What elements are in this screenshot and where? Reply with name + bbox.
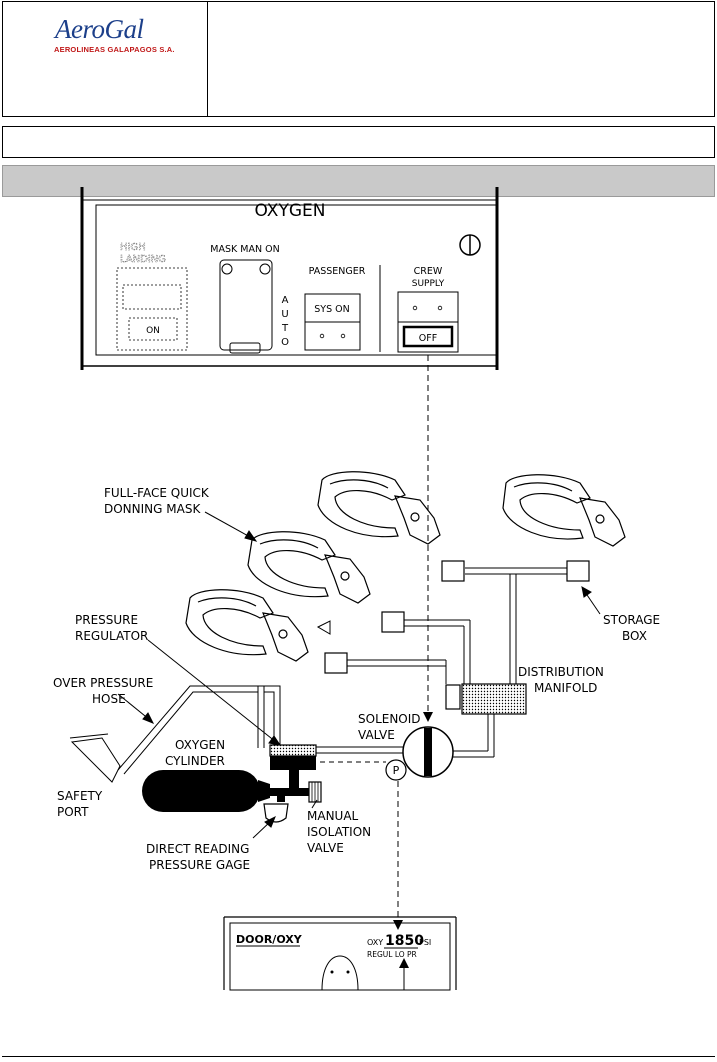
distribution-manifold	[445, 683, 527, 715]
high-alt-label-top: HIGH	[120, 242, 146, 253]
pressure-regulator	[269, 744, 317, 757]
high-alt-label-bottom: LANDING	[120, 254, 166, 265]
mask-man-on-label: MASK MAN ON	[210, 244, 279, 255]
ecam-page-title: DOOR/OXY	[236, 933, 303, 946]
passenger-label: PASSENGER	[309, 266, 366, 277]
header-bar	[2, 126, 715, 158]
over-pressure-label-1: OVER PRESSURE	[53, 676, 153, 690]
mask-man-on-switch[interactable]: MASK MAN ON A U T O	[210, 244, 289, 354]
regulator-label-1: PRESSURE	[75, 613, 138, 627]
high-alt-on-label: ON	[146, 326, 160, 336]
manifold-label-2: MANIFOLD	[534, 681, 597, 695]
storage-box-left	[324, 652, 348, 674]
high-alt-landing-switch[interactable]: HIGH LANDING ON	[116, 242, 188, 351]
cylinder-label-2: CYLINDER	[165, 754, 225, 768]
regulator-label-2: REGULATOR	[75, 629, 148, 643]
safety-label-2: PORT	[57, 805, 89, 819]
mask-label-1: FULL-FACE QUICK	[104, 486, 210, 500]
cylinder-label-1: OXYGEN	[175, 738, 225, 752]
supply-label: SUPPLY	[412, 279, 445, 289]
gage-label-1: DIRECT READING	[146, 842, 249, 856]
manual-label-1: MANUAL	[307, 809, 359, 823]
manual-label-3: VALVE	[307, 841, 344, 855]
safety-label-1: SAFETY	[57, 789, 103, 803]
oxy-label: OXY	[367, 938, 383, 947]
crew-supply-switch[interactable]: CREW SUPPLY OFF	[397, 266, 459, 353]
solenoid-valve	[402, 726, 454, 778]
over-pressure-label-2: HOSE	[92, 692, 126, 706]
auto-letter-a: A	[282, 295, 289, 306]
manual-isolation-valve	[308, 781, 322, 803]
storage-label-1: STORAGE	[603, 613, 660, 627]
ecam-door-oxy-page: DOOR/OXY OXY 1850 PSI REGUL LO PR	[223, 916, 457, 991]
over-pressure-hose	[69, 685, 281, 783]
quick-donning-mask-1	[317, 471, 441, 545]
oxygen-panel: OXYGEN HIGH LANDING ON MASK MAN ON A U T…	[80, 187, 499, 370]
oxygen-cylinder	[142, 770, 320, 812]
gage-label-2: PRESSURE GAGE	[149, 858, 250, 872]
storage-box-middle	[381, 611, 405, 633]
document-header: AeroGal AEROLINEAS GALAPAGOS S.A.	[2, 1, 715, 117]
manual-label-2: ISOLATION	[307, 825, 371, 839]
off-label: OFF	[419, 333, 437, 344]
auto-letter-u: U	[281, 309, 288, 320]
quick-donning-mask-2	[502, 474, 626, 547]
storage-box-right	[566, 560, 590, 582]
auto-letter-o: O	[281, 337, 289, 348]
section-bar	[2, 165, 715, 197]
direct-reading-pressure-gage	[263, 803, 289, 823]
brand-logo: AeroGal	[55, 14, 144, 44]
brand-subtitle: AEROLINEAS GALAPAGOS S.A.	[54, 45, 175, 54]
auto-letter-t: T	[281, 323, 289, 334]
oxy-unit: PSI	[419, 938, 431, 947]
storage-box-center	[441, 560, 465, 582]
panel-title: OXYGEN	[255, 201, 326, 221]
pressure-symbol: P	[393, 764, 400, 777]
passenger-sys-on-switch[interactable]: PASSENGER SYS ON	[304, 266, 366, 351]
mask-label-2: DONNING MASK	[104, 502, 201, 516]
logo-cell: AeroGal AEROLINEAS GALAPAGOS S.A.	[3, 2, 208, 116]
supply-tubing	[316, 567, 568, 758]
oxy-pressure-value: 1850	[385, 933, 424, 949]
solenoid-label-1: SOLENOID	[358, 712, 421, 726]
regul-lo-pr-warning: REGUL LO PR	[367, 950, 417, 959]
solenoid-label-2: VALVE	[358, 728, 395, 742]
pressure-transducer	[385, 759, 407, 781]
sys-on-label: SYS ON	[314, 304, 349, 315]
storage-label-2: BOX	[622, 629, 647, 643]
quick-donning-mask-4	[185, 589, 309, 662]
bottom-rule	[2, 1056, 715, 1057]
crew-label: CREW	[414, 266, 443, 277]
manifold-label-1: DISTRIBUTION	[518, 665, 604, 679]
quick-donning-mask-3	[247, 531, 371, 604]
